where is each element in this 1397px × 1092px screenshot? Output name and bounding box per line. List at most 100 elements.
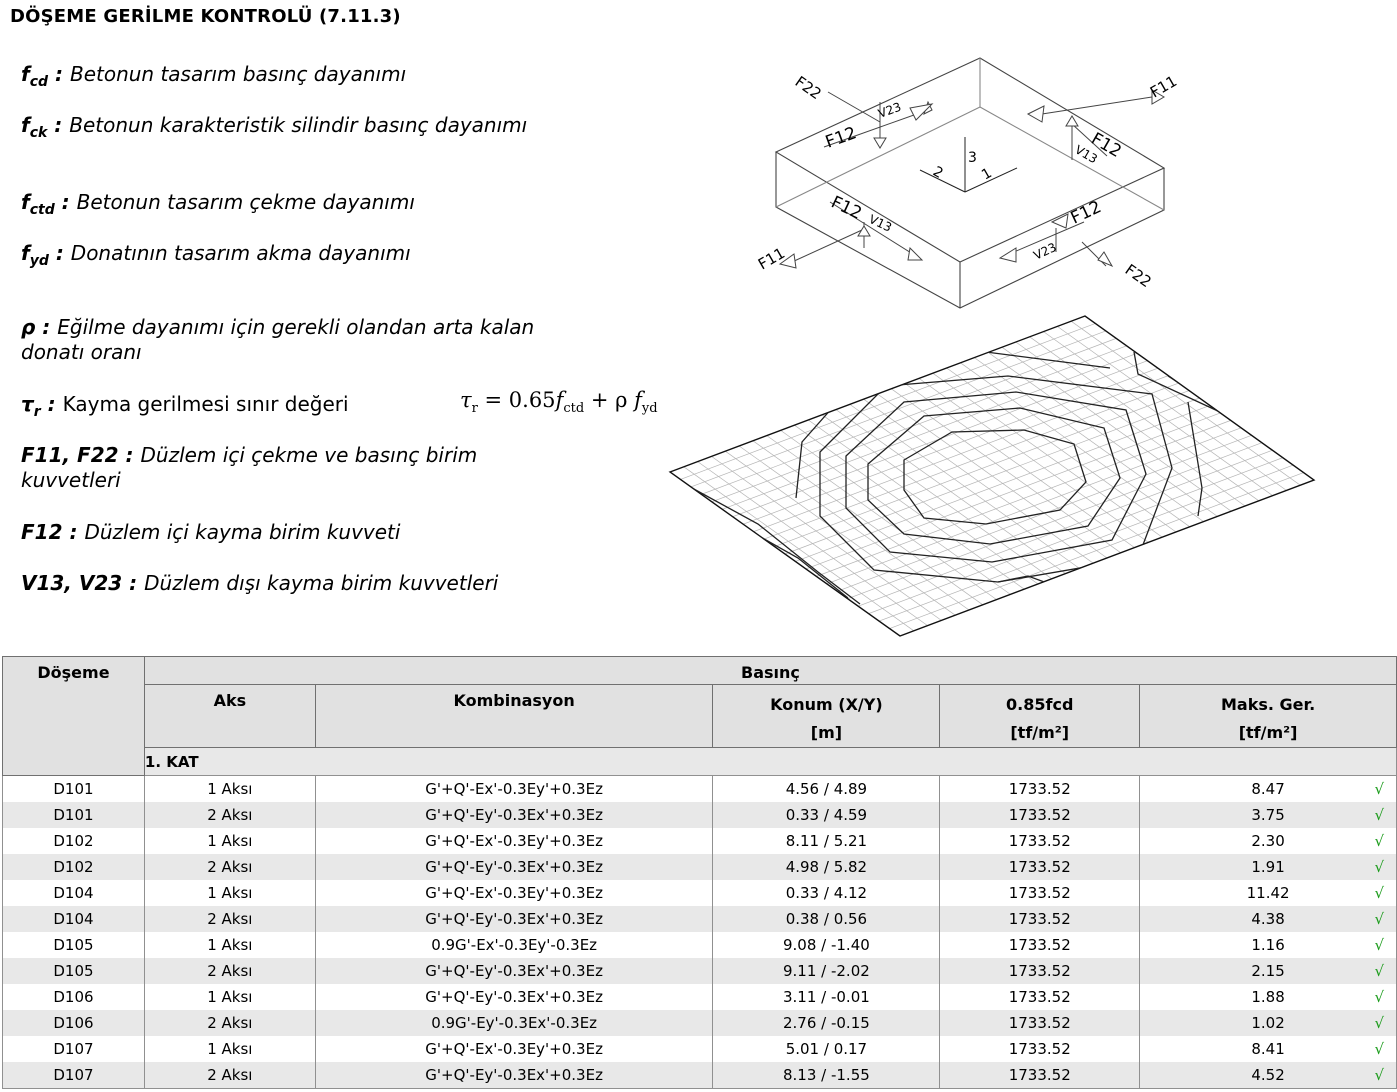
- cell-konum: 0.33 / 4.12: [712, 880, 941, 906]
- contour-line: [819, 375, 1173, 583]
- cell-maks: 1.91√: [1139, 854, 1397, 880]
- mesh-line: [826, 427, 1242, 585]
- mesh-line: [701, 338, 1117, 495]
- definition-fctd: fctd : Betonun tasarım çekme dayanımı: [21, 190, 581, 223]
- cell-aks: 2 Aksı: [143, 1010, 316, 1036]
- contour-line: [1187, 401, 1203, 517]
- check-mark-icon: √: [1374, 988, 1384, 1006]
- definition-text: Eğilme dayanımı için gerekli olandan art…: [21, 315, 535, 364]
- mesh-line: [680, 323, 1096, 480]
- definition-fyd: fyd : Donatının tasarım akma dayanımı: [21, 241, 581, 274]
- cell-aks: 2 Aksı: [143, 1062, 316, 1089]
- cell-aks: 1 Aksı: [143, 775, 316, 802]
- contour-line: [1133, 351, 1221, 413]
- stress-check-table: Döşeme Basınç Aks Kombinasyon Konum (X/Y…: [2, 656, 1397, 1089]
- check-mark-icon: √: [1374, 806, 1384, 824]
- slab-outline: [668, 315, 1316, 637]
- cell-konum: 4.98 / 5.82: [712, 854, 941, 880]
- cell-konum: 0.38 / 0.56: [712, 906, 941, 932]
- check-mark-icon: √: [1374, 1066, 1384, 1084]
- header-konum: Konum (X/Y)[m]: [712, 684, 941, 748]
- cell-fcd: 1733.52: [939, 1010, 1141, 1036]
- definition-fck: fck : Betonun karakteristik silindir bas…: [21, 113, 581, 146]
- cell-konum: 4.56 / 4.89: [712, 775, 941, 802]
- definition-symbol: τr :: [21, 392, 63, 420]
- header-maks-ger: Maks. Ger.[tf/m²]: [1139, 684, 1397, 748]
- cell-doseme: D105: [2, 958, 145, 984]
- cell-aks: 1 Aksı: [143, 880, 316, 906]
- tau-formula: τr = 0.65fctd + ρ fyd: [460, 388, 658, 417]
- cell-komb: 0.9G'-Ey'-0.3Ex'-0.3Ez: [314, 1010, 714, 1036]
- cell-konum: 8.11 / 5.21: [712, 828, 941, 854]
- cell-fcd: 1733.52: [939, 828, 1141, 854]
- mesh-line: [795, 405, 1211, 562]
- mesh-grid: [680, 320, 1304, 632]
- cell-konum: 2.76 / -0.15: [712, 1010, 941, 1036]
- cell-komb: G'+Q'-Ey'-0.3Ex'+0.3Ez: [314, 984, 714, 1010]
- definition-symbol: fyd :: [21, 241, 71, 269]
- cell-maks: 4.38√: [1139, 906, 1397, 932]
- definition-symbol: V13, V23 :: [21, 571, 145, 595]
- force-arrows: [778, 89, 1165, 269]
- label-f12: F12: [828, 192, 865, 223]
- mesh-line: [847, 442, 1263, 600]
- cell-fcd: 1733.52: [939, 1036, 1141, 1062]
- definition-text: Düzlem dışı kayma birim kuvvetleri: [144, 571, 499, 595]
- page-title: DÖŞEME GERİLME KONTROLÜ (7.11.3): [10, 6, 401, 27]
- definition-symbol: ρ :: [21, 315, 58, 339]
- cell-fcd: 1733.52: [939, 775, 1141, 802]
- cell-doseme: D104: [2, 880, 145, 906]
- definition-symbol: fcd :: [21, 62, 70, 90]
- cell-doseme: D101: [2, 802, 145, 828]
- definition-symbol: F12 :: [21, 520, 85, 544]
- cell-aks: 2 Aksı: [143, 854, 316, 880]
- header-kombinasyon: Kombinasyon: [314, 684, 714, 748]
- cell-doseme: D107: [2, 1036, 145, 1062]
- check-mark-icon: √: [1374, 936, 1384, 954]
- cell-maks: 1.16√: [1139, 932, 1397, 958]
- definition-text: Düzlem içi kayma birim kuvveti: [84, 520, 401, 544]
- cell-komb: G'+Q'-Ey'-0.3Ex'+0.3Ez: [314, 958, 714, 984]
- cell-aks: 1 Aksı: [143, 828, 316, 854]
- mesh-line: [868, 457, 1283, 614]
- cell-komb: G'+Q'-Ex'-0.3Ey'+0.3Ez: [314, 1036, 714, 1062]
- mesh-line: [805, 412, 1221, 570]
- contour-line: [867, 407, 1121, 545]
- cell-komb: G'+Q'-Ey'-0.3Ex'+0.3Ez: [314, 854, 714, 880]
- cell-konum: 8.13 / -1.55: [712, 1062, 941, 1089]
- definition-rho: ρ : Eğilme dayanımı için gerekli olandan…: [21, 315, 581, 365]
- mesh-line: [878, 464, 1294, 622]
- cell-konum: 0.33 / 4.59: [712, 802, 941, 828]
- cell-konum: 5.01 / 0.17: [712, 1036, 941, 1062]
- cell-konum: 3.11 / -0.01: [712, 984, 941, 1010]
- mesh-line: [690, 330, 1106, 488]
- definition-fcd: fcd : Betonun tasarım basınç dayanımı: [21, 62, 581, 95]
- header-aks: Aks: [143, 684, 316, 748]
- mesh-line: [858, 449, 1273, 607]
- slab-side-faces: [775, 152, 1165, 309]
- label-f22: F22: [1122, 261, 1155, 292]
- contour-line: [903, 429, 1087, 525]
- contour-line: [691, 487, 861, 605]
- cell-maks: 3.75√: [1139, 802, 1397, 828]
- check-mark-icon: √: [1374, 1014, 1384, 1032]
- cell-aks: 2 Aksı: [143, 906, 316, 932]
- header-fcd: 0.85fcd[tf/m²]: [939, 684, 1141, 748]
- mesh-line: [816, 420, 1231, 577]
- axis-1: [964, 167, 1018, 193]
- label-v13: V13: [867, 212, 894, 235]
- cell-aks: 1 Aksı: [143, 1036, 316, 1062]
- cell-doseme: D107: [2, 1062, 145, 1089]
- mesh-line: [784, 397, 1200, 555]
- cell-doseme: D106: [2, 984, 145, 1010]
- cell-fcd: 1733.52: [939, 906, 1141, 932]
- cell-komb: G'+Q'-Ex'-0.3Ey'+0.3Ez: [314, 775, 714, 802]
- cell-maks: 1.88√: [1139, 984, 1397, 1010]
- stress-contours: [691, 351, 1229, 605]
- header-doseme: Döşeme: [2, 656, 145, 776]
- label-f11: F11: [755, 244, 788, 273]
- cell-doseme: D102: [2, 828, 145, 854]
